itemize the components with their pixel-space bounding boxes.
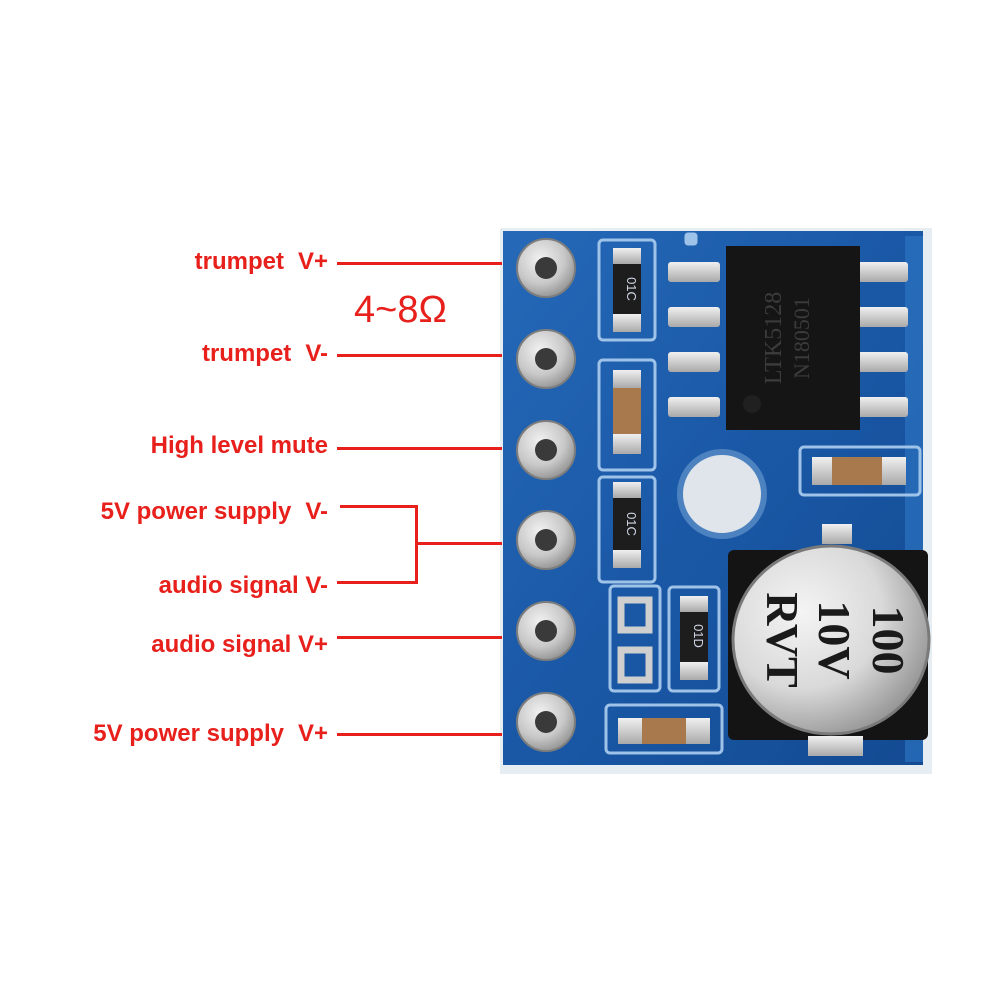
label-pin4-power-text: 5V power supply (100, 498, 292, 525)
label-pin2: trumpet V- (202, 342, 328, 366)
speaker-impedance-note: 4~8Ω (354, 289, 447, 331)
leader-line-pin3 (337, 447, 502, 450)
label-pin4-audio: audio signal V- (159, 574, 328, 598)
label-pin3-text: High level mute (150, 432, 328, 459)
resistor-marking: 01C (624, 277, 639, 301)
leader-line-pin4-audio (337, 581, 418, 584)
leader-line-pin1 (337, 262, 502, 265)
capacitor-marking-line2: 10V (809, 600, 860, 679)
label-pin5: audio signal V+ (151, 633, 328, 657)
label-pin2-sign: V- (305, 340, 328, 367)
leader-line-pin4 (418, 542, 502, 545)
label-pin1-sign: V+ (297, 248, 328, 275)
label-pin4-power: 5V power supply V- (101, 500, 328, 524)
electrolytic-capacitor: 100 10V RVT (728, 524, 931, 756)
leader-line-pin4-power (340, 505, 418, 508)
leader-bracket-vertical (415, 505, 418, 584)
resistor-marking: 01D (691, 624, 706, 648)
empty-pads (617, 596, 653, 684)
amplifier-chip: LTK5128 N180501 (668, 246, 908, 430)
smd-capacitor-bottom (618, 718, 710, 744)
chip-marking-line1: LTK5128 (761, 292, 787, 384)
label-pin1-text: trumpet (194, 248, 284, 275)
label-pin6-text: 5V power supply (93, 720, 284, 747)
label-pin3: High level mute (151, 434, 328, 458)
smd-resistor-top: 01C (613, 248, 641, 332)
label-pin1: trumpet V+ (195, 250, 328, 274)
label-pin2-text: trumpet (201, 340, 292, 367)
label-pin6-sign: V+ (297, 720, 328, 747)
smd-resistor-lower: 01C (613, 482, 641, 568)
label-pin6: 5V power supply V+ (93, 722, 328, 746)
smd-capacitor-right (812, 457, 906, 485)
chip-marking-line2: N180501 (789, 297, 814, 379)
label-pin4-audio-text: audio signal V- (158, 572, 328, 599)
label-pin4-power-sign: V- (305, 498, 328, 525)
leader-line-pin5 (337, 636, 502, 639)
resistor-marking: 01C (624, 512, 639, 536)
capacitor-marking-line3: RVT (757, 592, 808, 688)
leader-line-pin6 (337, 733, 502, 736)
smd-resistor-d: 01D (680, 596, 708, 680)
smd-capacitor-middle (613, 370, 641, 454)
capacitor-marking-line1: 100 (863, 606, 914, 675)
silkscreen-outlines (597, 232, 922, 755)
header-pins (516, 238, 576, 752)
label-pin5-text: audio signal V+ (151, 631, 328, 658)
leader-line-pin2 (337, 354, 502, 357)
mounting-hole (677, 449, 767, 539)
